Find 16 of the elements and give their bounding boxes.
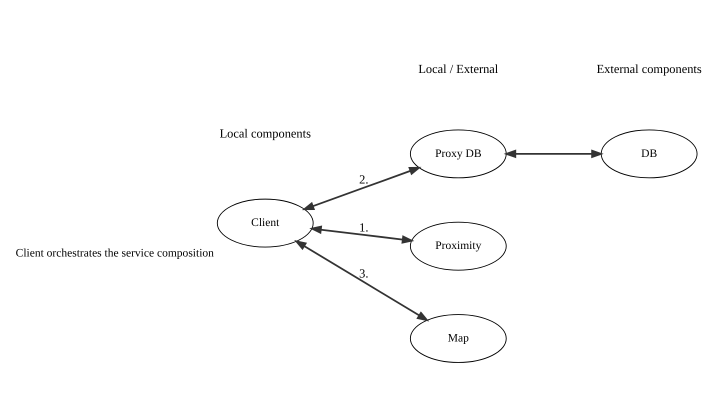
arrow bbox=[294, 239, 430, 321]
edge-label: 2. bbox=[359, 172, 368, 186]
node-ellipse: Map bbox=[410, 314, 507, 362]
label: Local / External bbox=[418, 61, 498, 76]
node-ellipse: Proximity bbox=[410, 221, 507, 270]
node-ellipse: DB bbox=[600, 128, 698, 178]
arrow bbox=[504, 149, 604, 158]
label: External components bbox=[596, 61, 702, 76]
edge-label: 3. bbox=[359, 266, 368, 280]
node-ellipse: Client bbox=[216, 198, 314, 247]
arrow bbox=[309, 224, 414, 244]
node-label: Client orchestrates the service composition bbox=[16, 246, 214, 259]
node-ellipse: Proxy DB bbox=[410, 128, 507, 178]
label: Local components bbox=[220, 126, 311, 140]
arrow bbox=[302, 166, 422, 210]
edge-label: 1. bbox=[359, 220, 368, 234]
